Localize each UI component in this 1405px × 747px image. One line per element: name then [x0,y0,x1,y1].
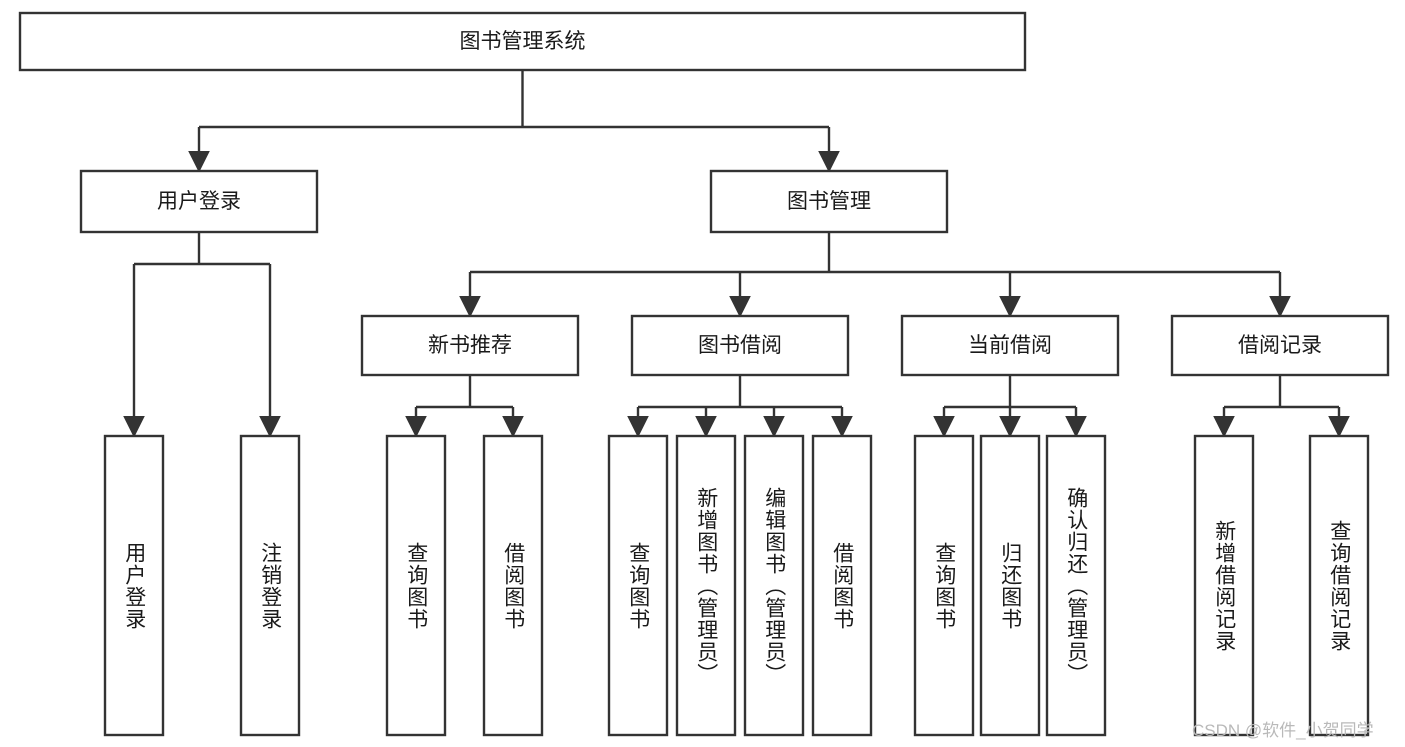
node-label-borrow-record: 借阅记录 [1238,334,1322,357]
node-box-user-login[interactable] [79,169,319,234]
node-label-new-book-rec: 新书推荐 [428,334,512,357]
node-box-leaf-borrow-book-1[interactable] [482,434,544,737]
node-box-leaf-query-book-3[interactable] [913,434,975,737]
box-layer [18,11,1390,737]
node-box-leaf-query-book-1[interactable] [385,434,447,737]
node-box-leaf-add-record[interactable] [1193,434,1255,737]
node-box-leaf-query-record[interactable] [1308,434,1370,737]
node-box-leaf-user-login[interactable] [103,434,165,737]
node-box-leaf-logout[interactable] [239,434,301,737]
node-box-borrow-record[interactable] [1170,314,1390,377]
node-label-book-manage: 图书管理 [787,190,871,213]
node-box-leaf-query-book-2[interactable] [607,434,669,737]
node-box-leaf-confirm-return[interactable] [1045,434,1107,737]
node-box-current-borrow[interactable] [900,314,1120,377]
node-box-leaf-edit-book[interactable] [743,434,805,737]
node-box-leaf-borrow-book-2[interactable] [811,434,873,737]
node-box-new-book-rec[interactable] [360,314,580,377]
node-box-leaf-add-book[interactable] [675,434,737,737]
node-box-root[interactable] [18,11,1027,72]
node-label-current-borrow: 当前借阅 [968,334,1052,357]
node-box-book-manage[interactable] [709,169,949,234]
node-label-user-login: 用户登录 [157,190,241,213]
node-label-book-borrow: 图书借阅 [698,334,782,357]
node-box-book-borrow[interactable] [630,314,850,377]
node-label-root: 图书管理系统 [460,30,586,53]
edge-layer [123,70,1350,438]
node-box-leaf-return-book[interactable] [979,434,1041,737]
watermark: CSDN @软件_小贺同学 [1192,721,1374,740]
